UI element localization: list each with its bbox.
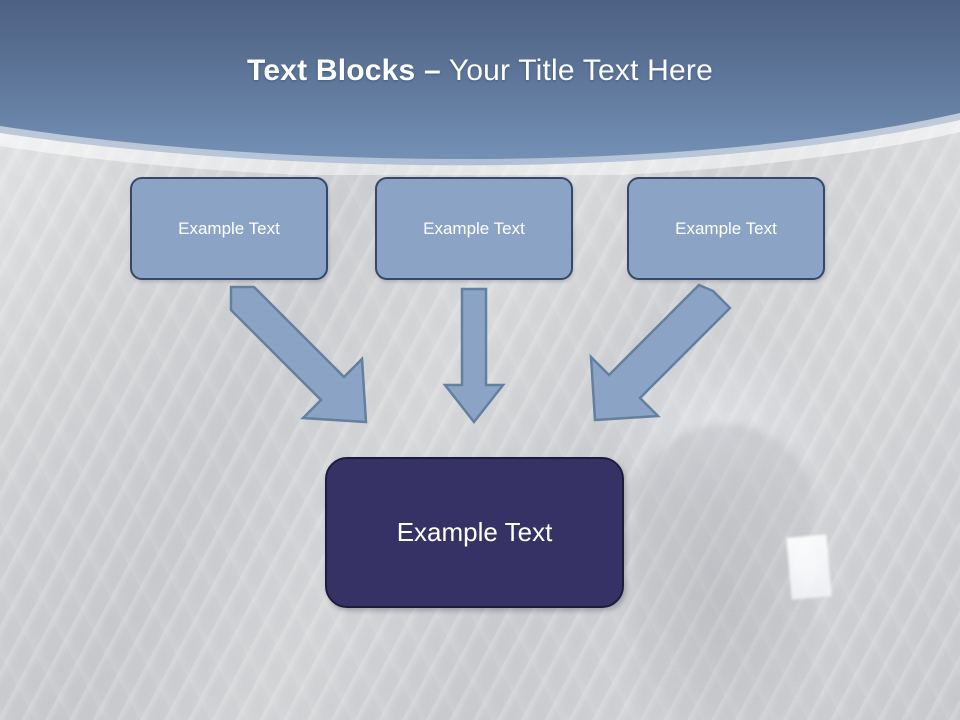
page-title-strong: Text Blocks – bbox=[247, 54, 441, 87]
diagram-node-top-2[interactable]: Example Text bbox=[375, 177, 573, 280]
background-paper-patch bbox=[786, 534, 832, 600]
background-archway-shape bbox=[636, 424, 814, 720]
diagram-node-bottom[interactable]: Example Text bbox=[325, 457, 624, 608]
diagram-node-top-3-label: Example Text bbox=[675, 218, 777, 238]
header-band: Text Blocks – Your Title Text Here bbox=[0, 0, 960, 175]
page-title-light: Your Title Text Here bbox=[440, 54, 713, 87]
diagram-node-top-2-label: Example Text bbox=[423, 218, 525, 238]
diagram-node-top-3[interactable]: Example Text bbox=[627, 177, 825, 280]
diagram-node-bottom-label: Example Text bbox=[396, 517, 553, 547]
diagram-node-top-1[interactable]: Example Text bbox=[130, 177, 328, 280]
diagram-node-top-1-label: Example Text bbox=[178, 218, 280, 238]
page-title: Text Blocks – Your Title Text Here bbox=[0, 52, 960, 90]
